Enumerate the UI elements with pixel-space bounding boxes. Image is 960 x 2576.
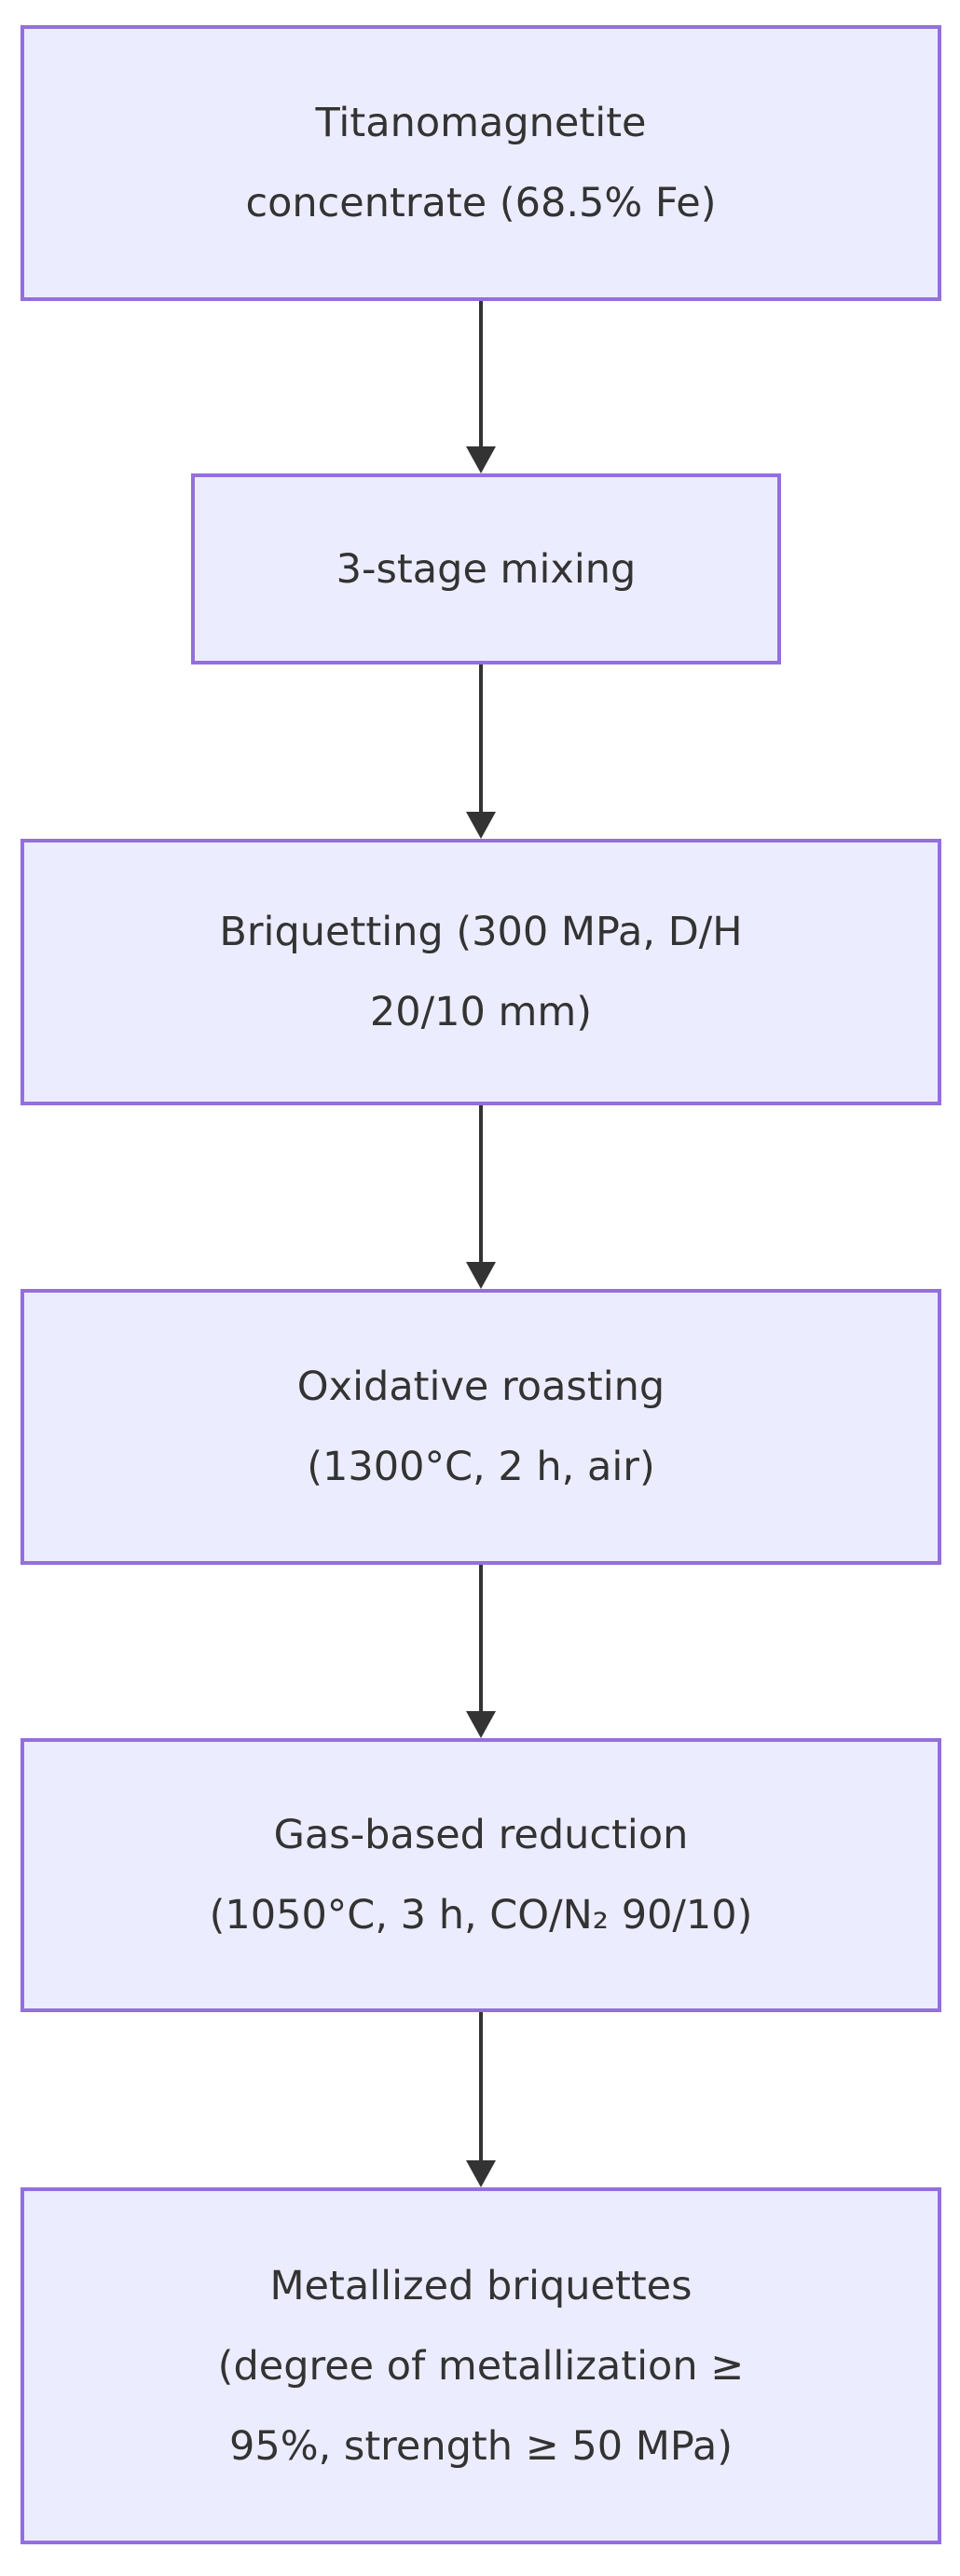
node-label-line: concentrate (68.5% Fe) <box>245 180 717 226</box>
node-label-line: 3-stage mixing <box>336 545 637 593</box>
edge-reduction-to-briquettes <box>465 2012 497 2187</box>
edge-briquetting-to-roasting <box>465 1105 497 1289</box>
node-gas-based-reduction: Gas-based reduction (1050°C, 3 h, CO/N₂ … <box>21 1738 941 2012</box>
node-briquetting: Briquetting (300 MPa, D/H 20/10 mm) <box>21 839 941 1105</box>
node-oxidative-roasting: Oxidative roasting (1300°C, 2 h, air) <box>21 1289 941 1565</box>
arrowhead-icon <box>466 2160 496 2187</box>
node-label-line: (degree of metallization ≥ <box>217 2342 745 2390</box>
node-titanomagnetite-concentrate: Titanomagnetite concentrate (68.5% Fe) <box>21 25 941 301</box>
node-metallized-briquettes: Metallized briquettes (degree of metalli… <box>21 2187 941 2544</box>
edge-roasting-to-reduction <box>465 1565 497 1738</box>
node-label-line: Briquetting (300 MPa, D/H <box>219 909 743 955</box>
node-label-line: 20/10 mm) <box>369 989 593 1035</box>
node-label-line: (1300°C, 2 h, air) <box>307 1444 655 1490</box>
node-label-line: Metallized briquettes <box>269 2262 693 2309</box>
arrowhead-icon <box>466 812 496 839</box>
arrow-line <box>479 1565 483 1711</box>
edge-mixing-to-briquetting <box>465 665 497 839</box>
node-label-line: Titanomagnetite <box>315 100 647 146</box>
arrow-line <box>479 1105 483 1262</box>
node-label-line: Oxidative roasting <box>296 1363 665 1410</box>
arrowhead-icon <box>466 1262 496 1289</box>
node-label-line: (1050°C, 3 h, CO/N₂ 90/10) <box>209 1892 753 1939</box>
arrow-line <box>479 665 483 812</box>
arrowhead-icon <box>466 1711 496 1738</box>
arrow-line <box>479 301 483 446</box>
edge-concentrate-to-mixing <box>465 301 497 473</box>
arrow-line <box>479 2012 483 2160</box>
node-label-line: 95%, strength ≥ 50 MPa) <box>229 2422 733 2470</box>
node-three-stage-mixing: 3-stage mixing <box>191 473 781 665</box>
arrowhead-icon <box>466 446 496 473</box>
node-label-line: Gas-based reduction <box>273 1812 689 1858</box>
